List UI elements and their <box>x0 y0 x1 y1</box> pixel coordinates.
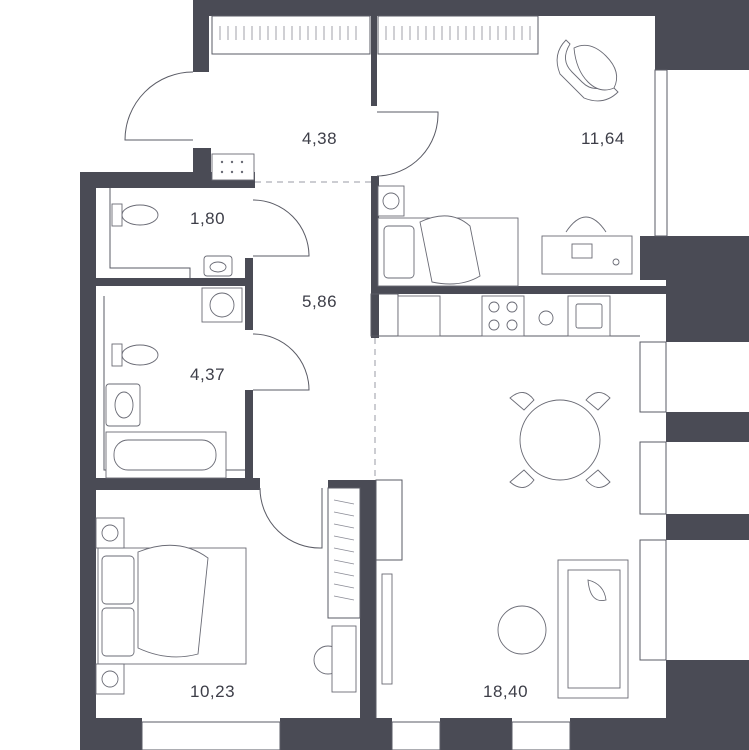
walls <box>80 0 749 750</box>
fridge-icon <box>397 295 441 337</box>
kitchen-sink-icon <box>567 295 611 337</box>
radiator-hatching <box>219 26 531 40</box>
bed-icon <box>97 544 247 665</box>
windows <box>141 15 668 750</box>
area-label-hall: 4,38 <box>302 129 337 148</box>
washing-machine-icon <box>201 287 243 323</box>
area-label-corridor: 5,86 <box>302 292 337 311</box>
kettle-icon <box>538 310 554 326</box>
area-label-wc: 1,80 <box>190 209 225 228</box>
toilet-icon <box>111 203 159 227</box>
dining-table-icon <box>509 392 611 488</box>
armchair-icon <box>556 39 619 102</box>
area-label-bathroom: 4,37 <box>190 365 225 384</box>
nightstand-icon <box>95 517 125 549</box>
cooktop-icon <box>481 295 525 337</box>
nightstand-icon <box>95 663 125 695</box>
desk-icon <box>541 216 633 275</box>
electrical-panel-icon <box>211 153 255 181</box>
toilet-icon <box>111 343 159 367</box>
area-label-bedroom-top: 11,64 <box>581 129 625 148</box>
coffee-table-icon <box>497 605 547 655</box>
area-labels: 4,38 11,64 1,80 5,86 4,37 10,23 18,40 <box>190 129 625 701</box>
sink-icon <box>203 255 233 277</box>
nightstand-icon <box>377 185 405 217</box>
sofa-icon <box>557 559 629 699</box>
bed-icon <box>377 215 519 287</box>
wardrobe-icon <box>313 499 357 693</box>
bathtub-icon <box>105 431 227 479</box>
doors[interactable] <box>124 71 439 549</box>
area-label-kitchen-living: 18,40 <box>483 682 528 701</box>
area-label-bedroom-bottom: 10,23 <box>190 682 235 701</box>
console-icon <box>381 573 393 685</box>
sink-icon <box>105 383 141 427</box>
